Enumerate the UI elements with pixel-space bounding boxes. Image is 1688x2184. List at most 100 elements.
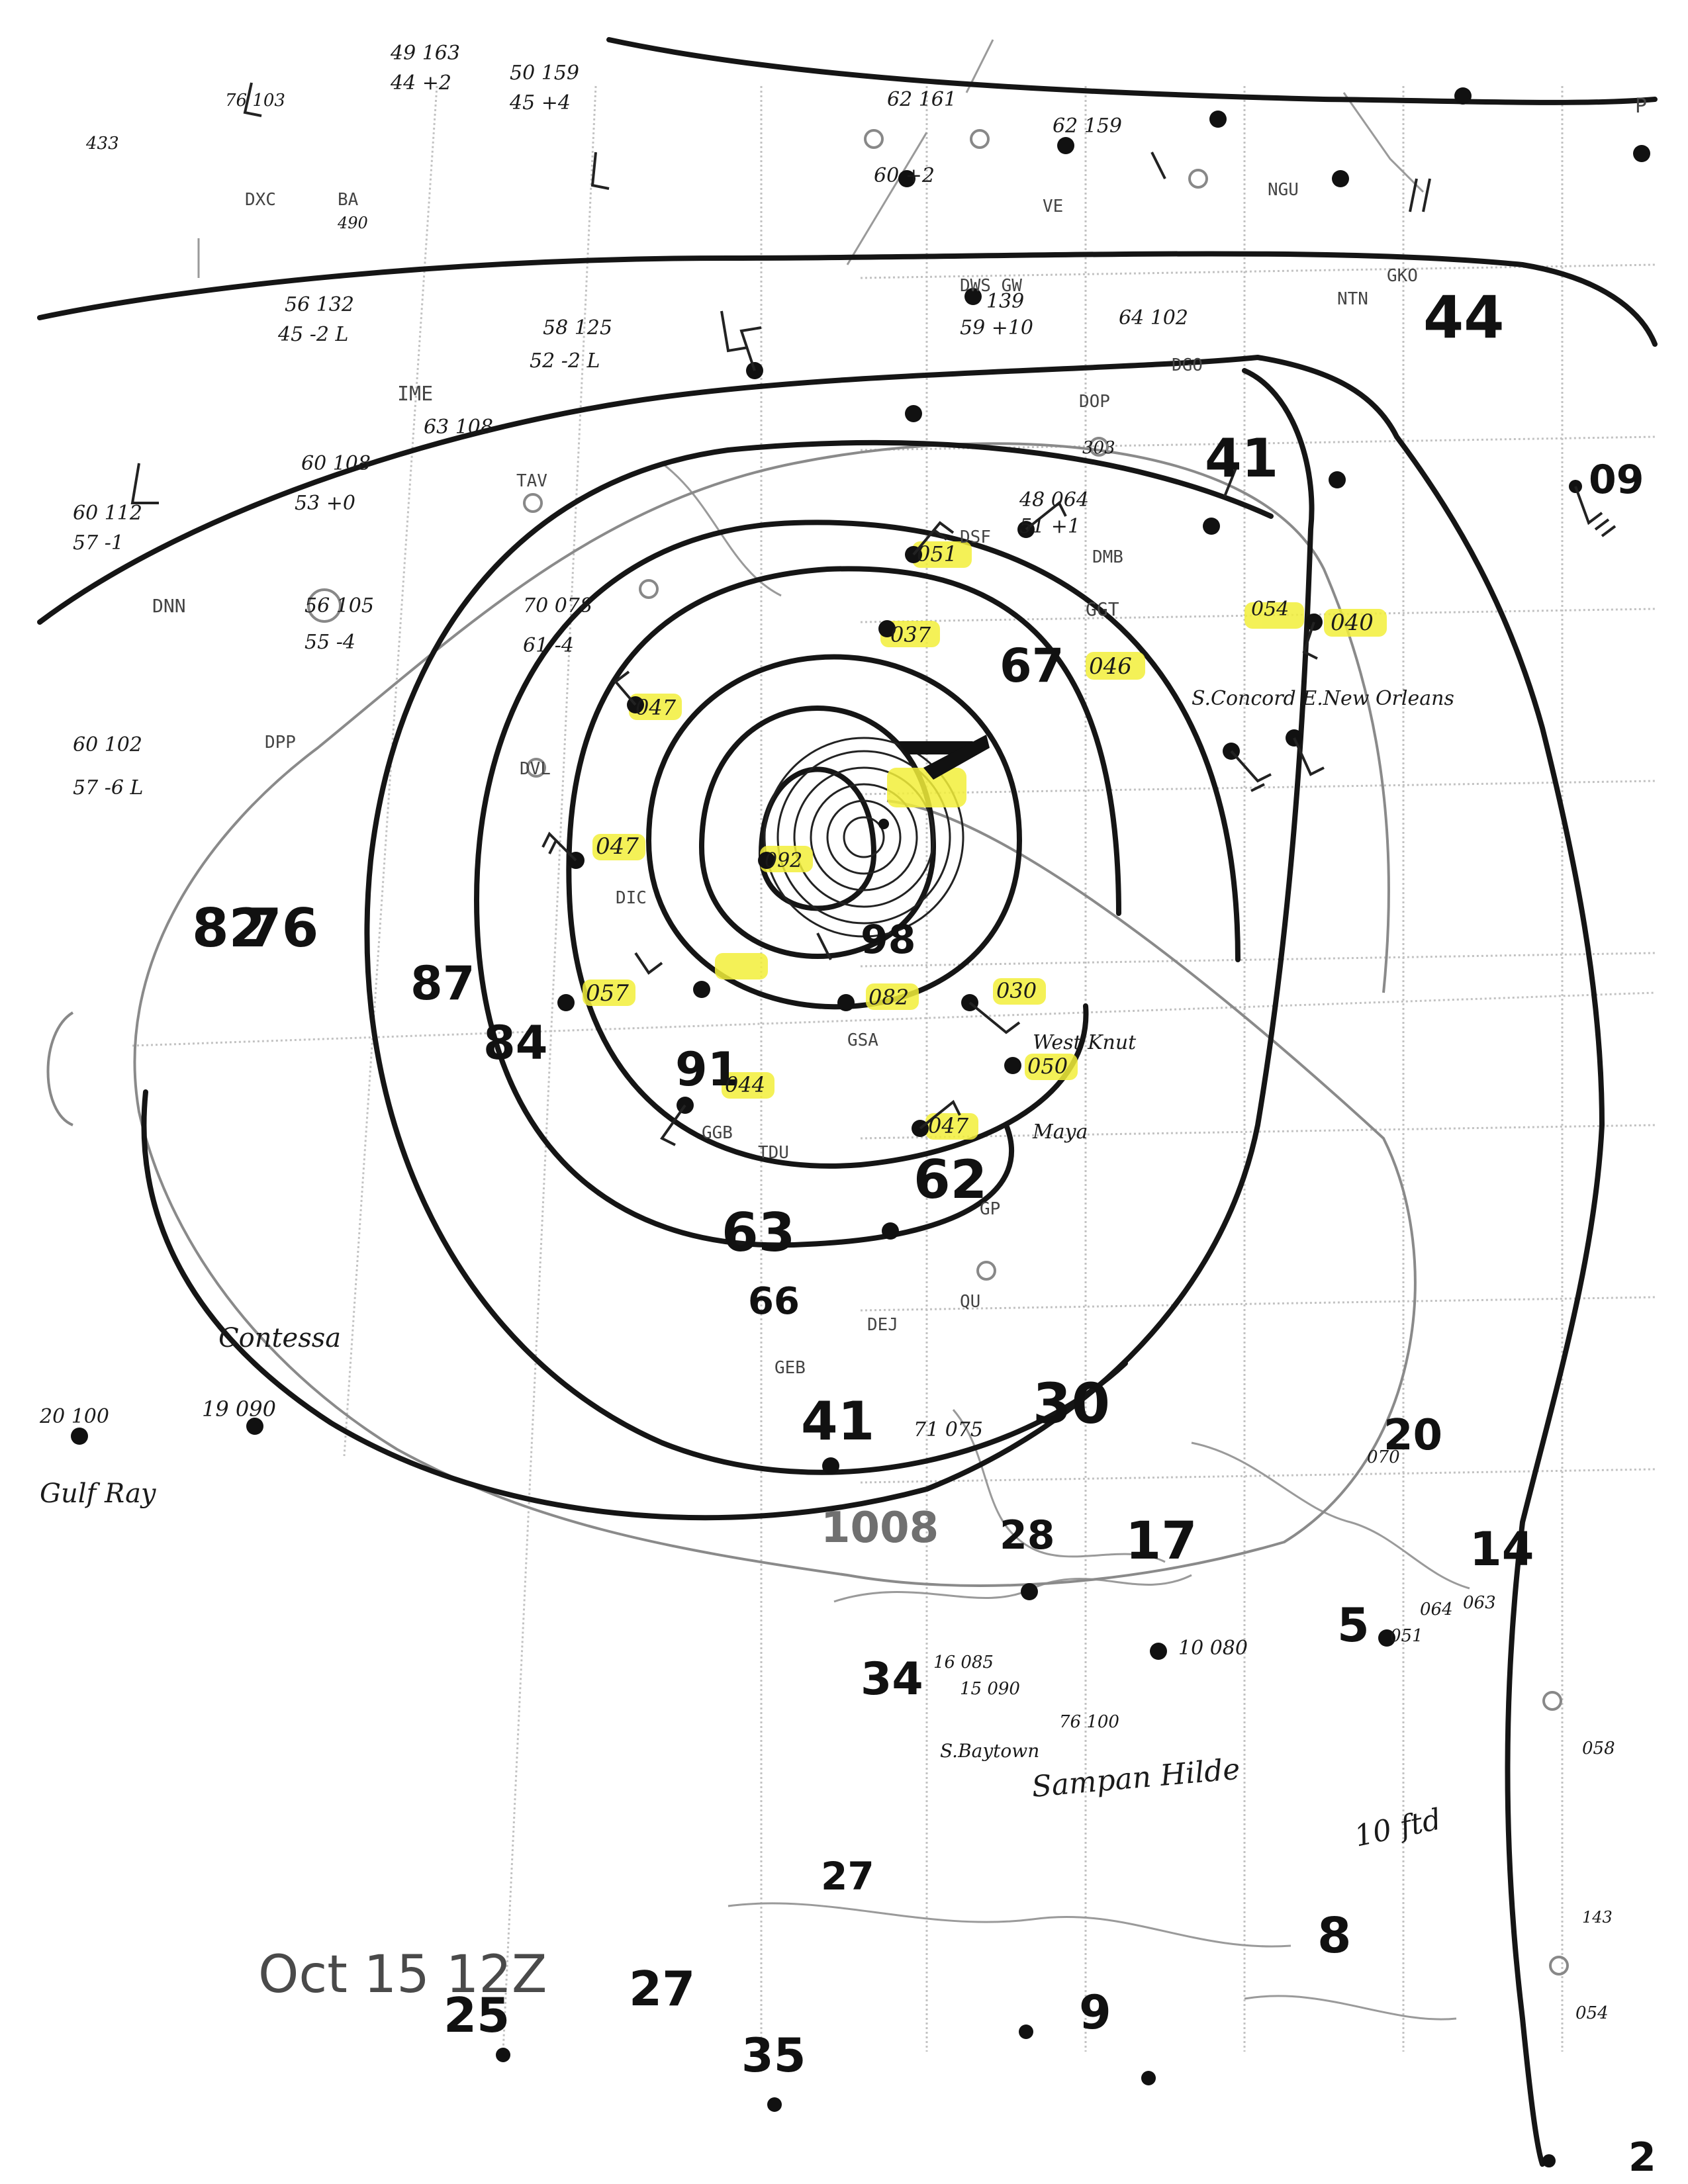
station-codes-s-dmb: DMB bbox=[1092, 547, 1123, 567]
station-circle bbox=[970, 129, 990, 149]
wind-barb bbox=[660, 1104, 686, 1146]
core-ring bbox=[793, 766, 935, 908]
pressure-values-p12: 047 bbox=[928, 1113, 969, 1138]
big-numbers-n84: 84 bbox=[483, 1016, 547, 1070]
station-codes-s-ime: IME bbox=[397, 383, 433, 406]
big-numbers-n82: 82 bbox=[192, 897, 265, 959]
highlight bbox=[925, 1113, 978, 1140]
obs-values-o6: 56 132 bbox=[285, 293, 354, 316]
wind-barb bbox=[919, 1099, 961, 1130]
station-dot bbox=[1203, 518, 1220, 535]
obs-values-o15: 56 105 bbox=[305, 594, 374, 617]
pressure-values-p6: 047 bbox=[596, 833, 639, 860]
big-numbers-n41b: 41 bbox=[801, 1390, 874, 1452]
obs-values-o14: 63 108 bbox=[424, 416, 493, 439]
big-numbers-n62: 62 bbox=[914, 1149, 987, 1210]
obs-values-o45: 143 bbox=[1582, 1908, 1613, 1927]
station-dot bbox=[1542, 2154, 1556, 2167]
station-codes-s-gko: GKO bbox=[1387, 266, 1418, 286]
big-numbers-n2: 2 bbox=[1628, 2134, 1656, 2181]
station-circle-partial bbox=[46, 1011, 74, 1126]
obs-values-o37: 054 bbox=[1575, 2003, 1609, 2023]
pressure-values-p10: 044 bbox=[725, 1072, 765, 1097]
station-dot bbox=[1021, 1583, 1038, 1600]
obs-values-o9: 52 -2 L bbox=[530, 349, 600, 373]
core-ring bbox=[776, 750, 951, 925]
pressure-values-p3: 051 bbox=[917, 541, 957, 567]
isobar-line bbox=[37, 251, 1658, 347]
big-numbers-n14: 14 bbox=[1470, 1522, 1534, 1576]
station-dot bbox=[964, 288, 982, 305]
coast-segment bbox=[1244, 1995, 1457, 2021]
station-dot bbox=[822, 1457, 839, 1475]
boundary-line bbox=[846, 132, 928, 265]
big-numbers-n27: 27 bbox=[821, 1854, 874, 1899]
big-numbers-n28: 28 bbox=[1000, 1512, 1055, 1559]
big-numbers-n44: 44 bbox=[1423, 283, 1504, 351]
core-ring bbox=[843, 816, 885, 858]
core-ring bbox=[763, 737, 964, 938]
station-circle bbox=[1188, 169, 1208, 189]
place-labels-contessa: Contessa bbox=[218, 1323, 341, 1353]
pressure-values-p14: 092 bbox=[765, 849, 802, 872]
pressure-values-p1: 047 bbox=[635, 695, 677, 720]
obs-values-o3: 50 159 bbox=[510, 62, 579, 85]
station-circle bbox=[1542, 1691, 1562, 1711]
big-numbers-n9: 9 bbox=[1079, 1985, 1111, 2040]
station-codes-s-dpp: DPP bbox=[265, 733, 296, 752]
station-codes-s-dws: DWS GW bbox=[960, 276, 1022, 296]
wind-barb bbox=[1150, 152, 1166, 179]
isobar-label-1008: 1008 bbox=[821, 1504, 939, 1553]
obs-values-o21: 62 161 bbox=[887, 88, 957, 111]
wind-barb bbox=[1025, 500, 1067, 531]
highlight bbox=[866, 983, 919, 1010]
highlight bbox=[722, 1072, 774, 1099]
obs-values-o23: 62 159 bbox=[1053, 114, 1122, 138]
pressure-values-p4: 054 bbox=[1251, 598, 1289, 621]
station-circle bbox=[307, 588, 342, 623]
pressure-values-p9: 030 bbox=[996, 978, 1037, 1003]
station-codes-s-dsf: DSF bbox=[960, 527, 991, 547]
chart-title: Oct 15 12Z bbox=[258, 1945, 547, 2005]
obs-values-o43: 303 bbox=[1082, 438, 1115, 458]
storm-eye bbox=[878, 819, 889, 829]
obs-values-o13: 53 +0 bbox=[295, 492, 355, 515]
highlight bbox=[993, 978, 1046, 1005]
station-dot bbox=[1057, 137, 1074, 154]
station-dot bbox=[1332, 170, 1349, 187]
station-codes-s-tdu: TDU bbox=[758, 1143, 789, 1163]
obs-values-o34: 76 100 bbox=[1059, 1712, 1119, 1732]
station-dot bbox=[1454, 87, 1472, 105]
station-codes-s-geb: GEB bbox=[774, 1358, 806, 1378]
big-numbers-n8: 8 bbox=[1317, 1907, 1352, 1964]
pressure-values-p8: 082 bbox=[868, 985, 909, 1010]
obs-values-o12: 60 108 bbox=[301, 452, 371, 475]
obs-values-o11: 57 -1 bbox=[73, 531, 124, 555]
wind-barb bbox=[912, 521, 955, 556]
obs-values-o27: 48 064 bbox=[1019, 488, 1089, 512]
station-dot bbox=[758, 852, 775, 869]
obs-values-o26: 64 102 bbox=[1119, 306, 1188, 330]
big-numbers-n41: 41 bbox=[1205, 428, 1278, 489]
storm-symbol bbox=[878, 735, 990, 829]
station-codes-s-dnn: DNN bbox=[152, 595, 186, 617]
obs-values-o38: 070 bbox=[1367, 1447, 1400, 1467]
station-dot bbox=[693, 981, 710, 998]
station-codes-s-tav: TAV bbox=[516, 471, 547, 491]
obs-values-o35: 10 080 bbox=[1178, 1637, 1248, 1660]
station-codes-s-ngu: NGU bbox=[1268, 180, 1299, 200]
obs-values-o10: 60 112 bbox=[73, 502, 142, 525]
station-dot bbox=[882, 1222, 899, 1240]
station-codes-s-ps: P bbox=[1635, 95, 1647, 118]
station-codes-s-dop: DOP bbox=[1079, 392, 1110, 412]
station-dot bbox=[246, 1418, 263, 1435]
station-dot bbox=[1150, 1643, 1167, 1660]
highlight bbox=[1324, 609, 1387, 637]
station-codes-s-ggb: GGB bbox=[702, 1123, 733, 1143]
station-dot bbox=[837, 994, 855, 1011]
big-numbers-n87: 87 bbox=[410, 956, 475, 1011]
highlight bbox=[912, 541, 972, 568]
